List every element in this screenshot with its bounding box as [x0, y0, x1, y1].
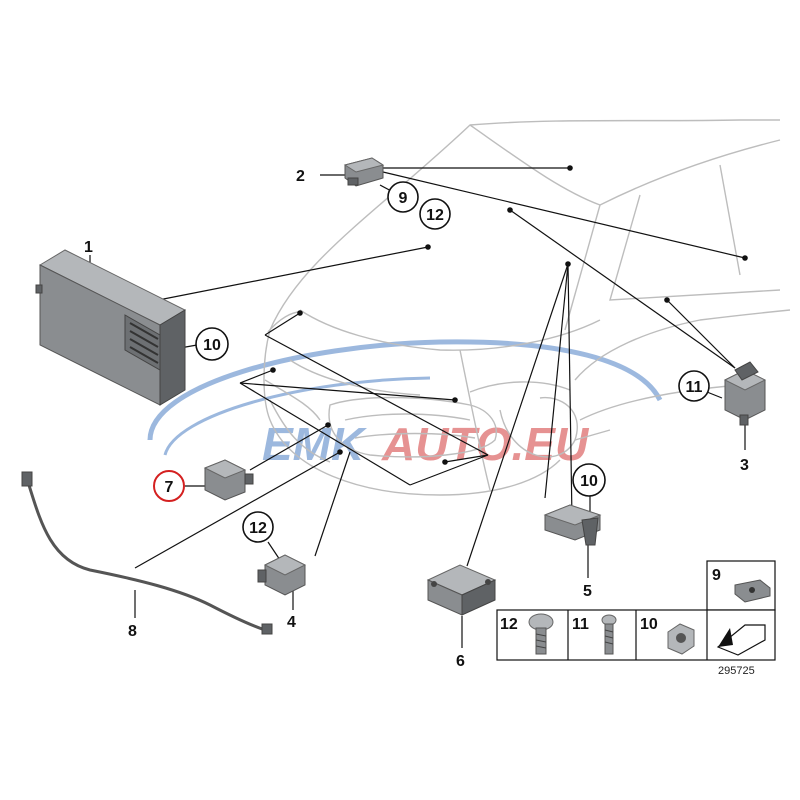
part-8-cable[interactable] — [21, 471, 273, 635]
leader-lines — [89, 167, 746, 648]
clip-nut-icon — [734, 579, 771, 603]
part-2-sensor[interactable] — [343, 157, 385, 187]
part-labels: 1 2 3 4 5 6 8 — [84, 168, 749, 670]
callout-12-bottom-text: 12 — [249, 520, 267, 537]
callout-12-bottom: 12 — [242, 511, 274, 543]
label-5: 5 — [583, 583, 592, 600]
callout-7-highlighted: 7 — [153, 470, 185, 502]
callout-7-text: 7 — [165, 479, 174, 496]
legend-label-12: 12 — [500, 616, 518, 633]
label-6: 6 — [456, 653, 465, 670]
screw-12-icon — [528, 613, 554, 655]
callout-10-left: 10 — [195, 327, 229, 361]
screw-11-icon — [601, 614, 617, 655]
label-8: 8 — [128, 623, 137, 640]
legend-label-9: 9 — [712, 567, 721, 584]
label-3: 3 — [740, 457, 749, 474]
connection-dots — [270, 165, 748, 465]
label-2: 2 — [296, 168, 305, 185]
legend-label-11: 11 — [572, 616, 589, 633]
part-7-sensor[interactable] — [203, 459, 254, 501]
nut-10-icon — [667, 623, 695, 655]
label-4: 4 — [287, 614, 296, 631]
diagram-id: 295725 — [718, 665, 755, 677]
callout-9-text: 9 — [399, 190, 408, 207]
watermark: EMK AUTO.EU — [147, 339, 663, 470]
label-1: 1 — [84, 239, 93, 256]
callout-11-text: 11 — [686, 379, 703, 396]
callout-9: 9 — [387, 181, 419, 213]
part-4-connector[interactable] — [257, 554, 307, 596]
callout-10-left-text: 10 — [203, 337, 221, 354]
callout-12-top-text: 12 — [426, 207, 444, 224]
arrow-icon — [716, 624, 766, 656]
callout-12-top: 12 — [419, 198, 451, 230]
part-6-sensor-unit[interactable] — [426, 564, 497, 616]
callout-10-right-text: 10 — [580, 473, 598, 490]
part-1-control-unit[interactable] — [35, 249, 187, 406]
part-3-bracket-sensor[interactable] — [723, 361, 767, 426]
part-5-clip-sensor[interactable] — [543, 504, 602, 546]
car-outline — [263, 119, 791, 496]
watermark-text-left: EMK — [262, 418, 367, 470]
legend-label-10: 10 — [640, 616, 658, 633]
watermark-text-right: AUTO.EU — [381, 418, 590, 470]
callout-10-right: 10 — [572, 463, 606, 497]
hardware-legend: 9 12 11 10 295725 — [496, 560, 776, 677]
callout-11: 11 — [678, 370, 710, 402]
